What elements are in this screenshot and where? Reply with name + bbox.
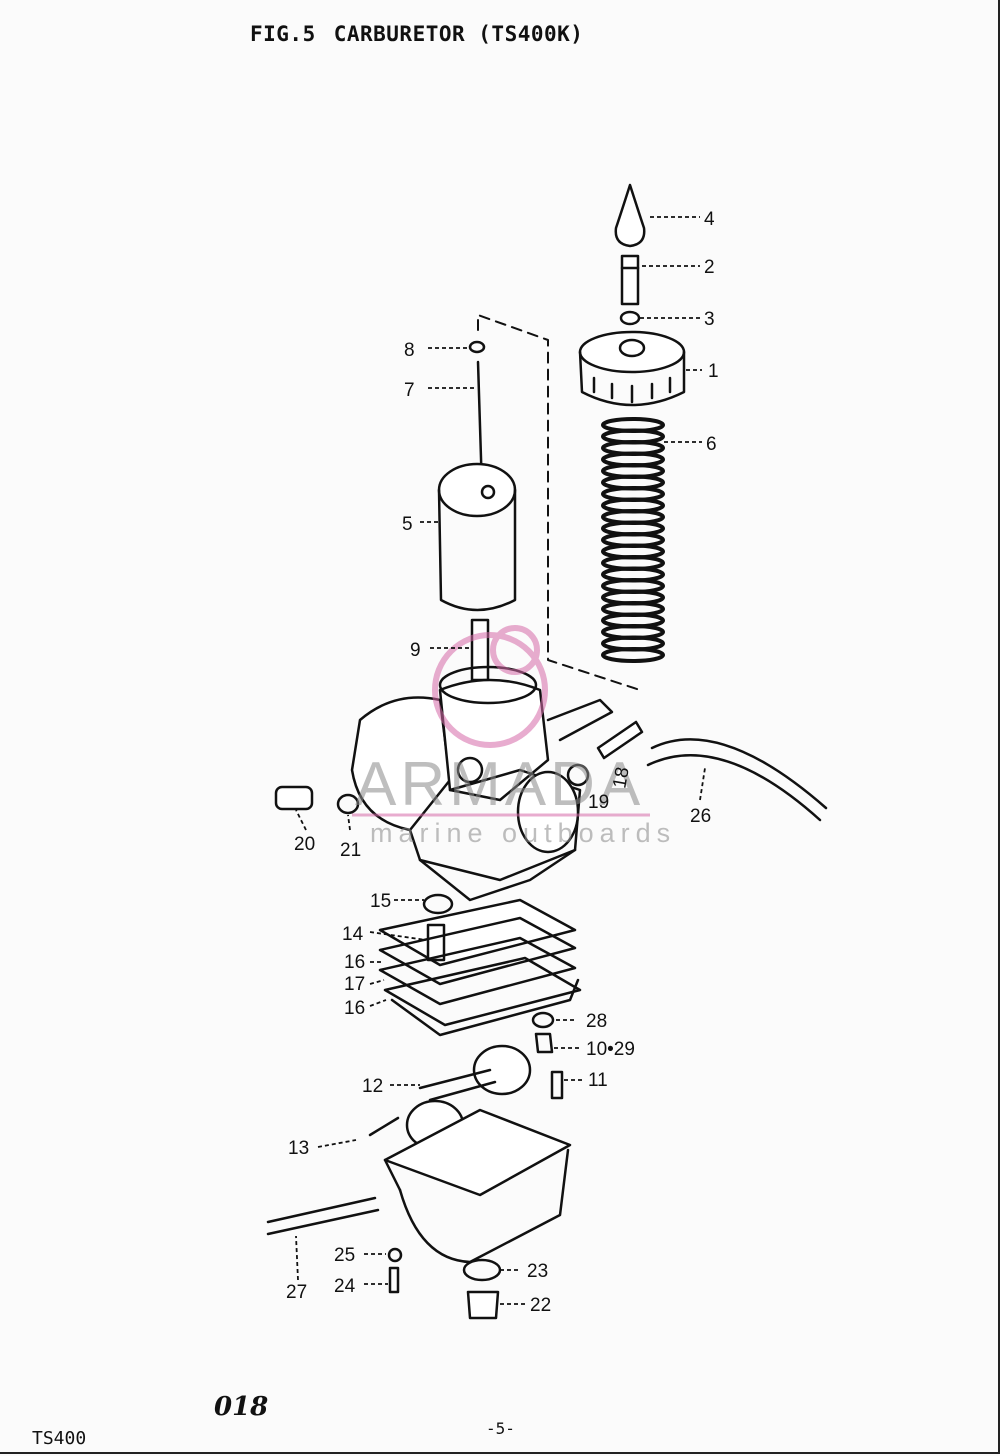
part-21: [336, 793, 360, 815]
part-jet: [470, 618, 490, 682]
part-throttle-valve: [437, 462, 517, 612]
watermark-brand: ARMADA: [355, 750, 644, 819]
part-15: [422, 893, 454, 915]
watermark-tagline: marine outboards: [370, 818, 676, 848]
callout-13: 13: [288, 1138, 309, 1159]
callout-17: 17: [344, 974, 365, 995]
figure-name: CARBURETOR (TS400K): [333, 22, 584, 46]
assembly-dashed-line: [477, 314, 641, 691]
part-20: [274, 785, 314, 811]
part-10-29: [534, 1032, 554, 1054]
spring-coil: [601, 647, 665, 663]
callout-26: 26: [690, 806, 711, 827]
callout-9: 9: [410, 640, 421, 661]
part-22: [466, 1290, 500, 1320]
part-hose-26: [646, 738, 828, 822]
callout-22: 22: [530, 1295, 551, 1316]
callout-4: 4: [704, 209, 715, 230]
callout-16-lower: 16: [344, 998, 365, 1019]
callout-5: 5: [402, 514, 413, 535]
part-19: [566, 763, 590, 787]
callout-24: 24: [334, 1276, 356, 1297]
callout-11: 11: [588, 1070, 608, 1091]
callout-10-29: 10•29: [586, 1039, 635, 1060]
catalog-code: 018: [214, 1392, 269, 1422]
callout-28: 28: [586, 1011, 607, 1032]
part-cap: [614, 183, 646, 248]
callout-21: 21: [340, 840, 361, 861]
callout-2: 2: [704, 257, 715, 278]
callout-18: 18: [609, 765, 633, 789]
part-adjuster: [620, 254, 640, 306]
part-pin-13: [368, 1116, 400, 1137]
part-spring: [601, 417, 665, 663]
callout-20: 20: [294, 834, 315, 855]
part-nut: [619, 310, 641, 326]
callout-7: 7: [404, 380, 415, 401]
part-11: [550, 1070, 564, 1100]
watermark-logo: [432, 632, 548, 748]
part-25: [387, 1247, 403, 1263]
watermark: ARMADA marine outboards: [352, 625, 676, 848]
part-14: [426, 923, 446, 962]
part-tube-27: [266, 1196, 380, 1236]
figure-number: FIG.5: [250, 22, 316, 46]
callout-3: 3: [704, 309, 715, 330]
part-28: [531, 1011, 555, 1029]
part-top-cover: [578, 330, 686, 407]
part-screw-18: [596, 720, 644, 760]
part-clip: [468, 340, 486, 354]
page-number: -5-: [486, 1419, 515, 1438]
callout-12: 12: [362, 1076, 383, 1097]
callout-15: 15: [370, 891, 391, 912]
callout-19: 19: [588, 792, 609, 813]
callout-6: 6: [706, 434, 717, 455]
callout-14: 14: [342, 924, 364, 945]
part-24: [388, 1266, 400, 1294]
callout-8: 8: [404, 340, 415, 361]
part-23: [462, 1258, 502, 1282]
figure-title: FIG.5 CARBURETOR (TS400K): [250, 22, 601, 46]
callout-25: 25: [334, 1245, 355, 1266]
model-name: TS400: [32, 1428, 87, 1449]
callout-16: 16: [344, 952, 365, 973]
callout-23: 23: [527, 1261, 548, 1282]
callout-1: 1: [708, 361, 719, 382]
part-carburetor-body: [350, 665, 614, 902]
callout-27: 27: [286, 1282, 307, 1303]
